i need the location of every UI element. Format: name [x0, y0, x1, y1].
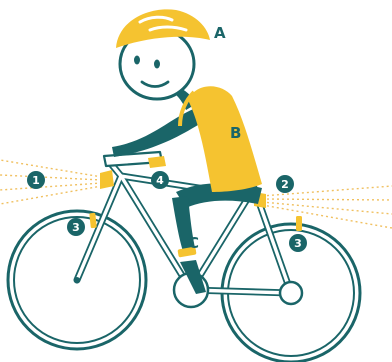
rear-light-beam: [262, 186, 392, 228]
marker-wheel-reflector-rear: 3: [289, 234, 307, 252]
front-light: [100, 170, 114, 189]
label-helmet: A: [214, 24, 226, 42]
svg-text:1: 1: [32, 174, 40, 187]
rear-hub: [280, 282, 302, 304]
marker-front-light: 1: [27, 171, 45, 189]
svg-text:3: 3: [72, 221, 80, 234]
left-eye: [134, 56, 140, 65]
svg-text:4: 4: [156, 174, 164, 187]
front-hub: [74, 277, 80, 283]
marker-wheel-reflector-front: 3: [67, 218, 85, 236]
svg-text:2: 2: [281, 178, 289, 191]
wheel-reflector-rear: [296, 216, 302, 231]
right-eye: [154, 60, 160, 69]
label-vest: B: [230, 124, 241, 142]
label-ankle-band: C: [188, 234, 199, 252]
marker-pedal-reflector: 4: [151, 171, 169, 189]
reflective-vest: [180, 86, 262, 192]
pedal-reflector: [148, 156, 166, 168]
svg-text:3: 3: [294, 237, 302, 250]
front-light-beam: [0, 160, 102, 204]
marker-rear-light: 2: [276, 175, 294, 193]
